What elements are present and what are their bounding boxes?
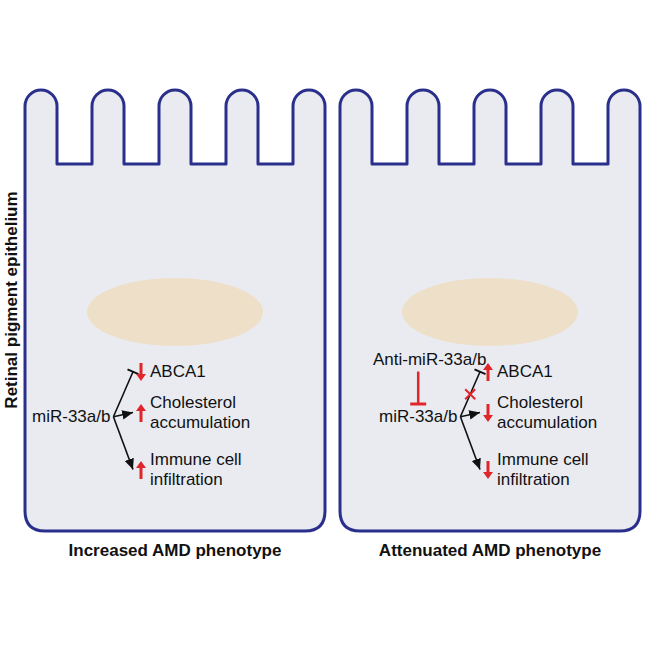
phenotype-caption: Increased AMD phenotype <box>15 541 335 561</box>
activation-arrow <box>113 417 133 470</box>
molecule-label-box: Immune cell infiltration <box>133 448 271 491</box>
blocked-cross <box>465 389 475 399</box>
cell-outline <box>340 86 640 531</box>
molecule-label-box: Cholesterol accumulation <box>133 391 271 434</box>
molecule-label: ABCA1 <box>150 362 206 382</box>
inhibition-line <box>417 372 420 404</box>
molecule-label: miR-33a/b <box>32 407 110 427</box>
molecule-label-box: Cholesterol accumulation <box>480 391 618 434</box>
increase-arrow <box>483 363 493 381</box>
molecule-label: Immune cell infiltration <box>150 450 268 489</box>
arrow-shape <box>483 404 493 422</box>
cell-membrane <box>25 90 325 531</box>
molecule-label-box: ABCA1 <box>133 360 209 384</box>
molecule-label-box: Anti-miR-33a/b <box>370 348 489 372</box>
activation-arrow <box>460 413 480 417</box>
decrease-arrow <box>483 404 493 422</box>
molecule-label: ABCA1 <box>497 362 553 382</box>
rpe-cell: Increased AMD phenotypemiR-33a/bABCA1Cho… <box>25 86 325 531</box>
molecule-label: Anti-miR-33a/b <box>373 350 486 370</box>
molecule-label: Cholesterol accumulation <box>150 393 268 432</box>
increase-arrow <box>136 404 146 422</box>
decrease-arrow <box>483 461 493 479</box>
molecule-label: Cholesterol accumulation <box>497 393 615 432</box>
arrow-shape <box>136 404 146 422</box>
rpe-cell: Attenuated AMD phenotypeAnti-miR-33a/bmi… <box>340 86 640 531</box>
activation-arrow <box>460 417 480 470</box>
molecule-label-box: miR-33a/b <box>376 405 460 429</box>
molecule-label-box: miR-33a/b <box>29 405 113 429</box>
tissue-label: Retinal pigment epithelium <box>2 191 22 408</box>
molecule-label-box: ABCA1 <box>480 360 556 384</box>
molecule-label-box: Immune cell infiltration <box>480 448 618 491</box>
molecule-label: Immune cell infiltration <box>497 450 615 489</box>
phenotype-caption: Attenuated AMD phenotype <box>330 541 650 561</box>
nucleus <box>402 278 578 346</box>
inhibition-line <box>113 372 133 417</box>
decrease-arrow <box>136 363 146 381</box>
arrow-shape <box>136 363 146 381</box>
arrow-shape <box>483 363 493 381</box>
arrow-shape <box>136 461 146 479</box>
cell-membrane <box>340 90 640 531</box>
inhibition-line <box>460 372 480 417</box>
activation-arrow <box>113 413 133 417</box>
increase-arrow <box>136 461 146 479</box>
arrow-shape <box>483 461 493 479</box>
molecule-label: miR-33a/b <box>379 407 457 427</box>
nucleus <box>87 278 263 346</box>
